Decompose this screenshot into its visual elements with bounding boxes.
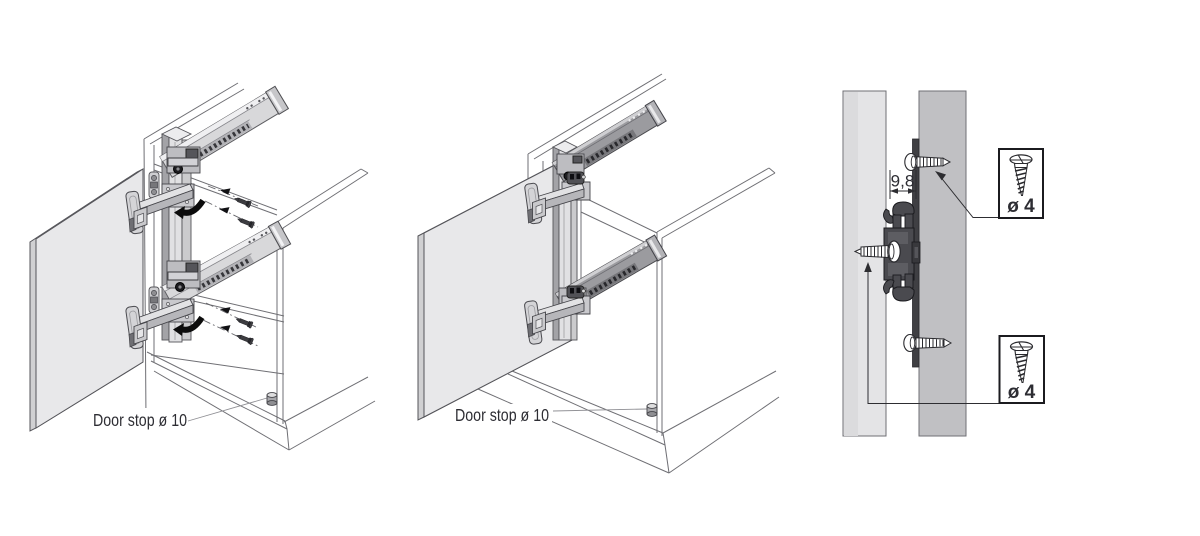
svg-text:Door stop ø 10: Door stop ø 10 [93,410,187,430]
svg-text:Door stop ø 10: Door stop ø 10 [455,405,549,425]
svg-text:ø 4: ø 4 [1008,382,1036,403]
svg-text:9,8: 9,8 [891,172,915,191]
svg-text:ø 4: ø 4 [1007,196,1035,217]
